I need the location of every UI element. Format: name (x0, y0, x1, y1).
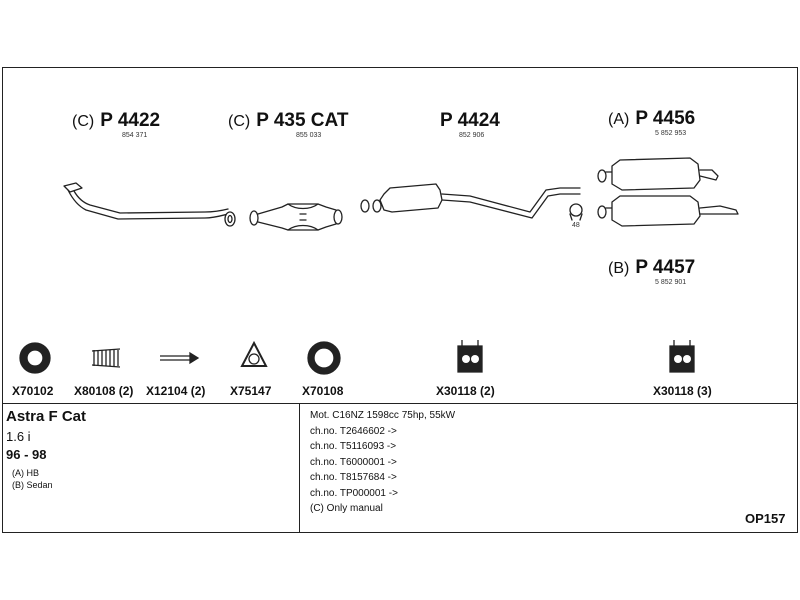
triangular-gasket-icon (240, 340, 268, 367)
note-line: ch.no. T5116093 -> (310, 441, 397, 452)
note-line: Mot. C16NZ 1598cc 75hp, 55kW (310, 410, 456, 421)
note-line: ch.no. TP000001 -> (310, 487, 398, 499)
note-line: ch.no. T6000001 -> (310, 456, 397, 468)
rear-muffler-a-icon (597, 157, 719, 191)
part-title-p435cat: (C)P 435 CAT (228, 110, 349, 131)
hanger-number: 48 (572, 222, 580, 229)
oe-number-p4456: 5 852 953 (655, 130, 687, 137)
front-pipe-icon (63, 182, 236, 227)
note-line: ch.no. T2646602 -> (310, 425, 397, 437)
gasket-ring-icon (307, 341, 341, 375)
vehicle-engine: 1.6 i (6, 429, 31, 444)
diagram-frame (2, 67, 798, 533)
accessory-label-x75147: X75147 (230, 384, 272, 398)
oe-number-p4457: 5 852 901 (655, 279, 687, 286)
rubber-ring-hanger-icon (569, 203, 583, 221)
variant-a: (A) HB (12, 468, 39, 478)
part-title-p4456: (A)P 4456 (608, 108, 696, 129)
bolt-icon (160, 351, 200, 365)
middle-muffler-icon (360, 183, 581, 219)
accessory-label-x30118-3: X30118 (3) (653, 384, 712, 398)
accessory-label-x30118-2: X30118 (2) (436, 384, 495, 398)
part-title-p4424: P 4424 (440, 110, 500, 131)
notes-list: Mot. C16NZ 1598cc 75hp, 55kW ch.no. T264… (310, 408, 455, 517)
column-divider (299, 403, 300, 533)
part-title-p4457: (B)P 4457 (608, 257, 696, 278)
accessory-label-x80108: X80108 (2) (74, 384, 134, 398)
spring-icon (91, 348, 121, 368)
section-divider (2, 403, 798, 404)
accessory-label-x70102: X70102 (12, 384, 54, 398)
catalytic-converter-icon (249, 203, 343, 231)
note-line: (C) Only manual (310, 503, 383, 514)
oe-number-p4424: 852 906 (459, 132, 485, 139)
diagram-code: OP157 (745, 511, 786, 526)
accessory-label-x12104: X12104 (2) (146, 384, 206, 398)
gasket-ring-icon (19, 342, 51, 374)
rear-muffler-b-icon (597, 195, 739, 227)
part-title-p4422: (C)P 4422 (72, 110, 161, 131)
accessory-label-x70108: X70108 (302, 384, 344, 398)
oe-number-p435cat: 855 033 (296, 132, 322, 139)
rubber-hanger-icon (457, 340, 483, 373)
rubber-hanger-icon (669, 340, 695, 373)
vehicle-model: Astra F Cat (6, 408, 87, 425)
oe-number-p4422: 854 371 (122, 132, 148, 139)
vehicle-years: 96 - 98 (6, 447, 47, 462)
note-line: ch.no. T8157684 -> (310, 472, 397, 483)
variant-b: (B) Sedan (12, 480, 53, 490)
